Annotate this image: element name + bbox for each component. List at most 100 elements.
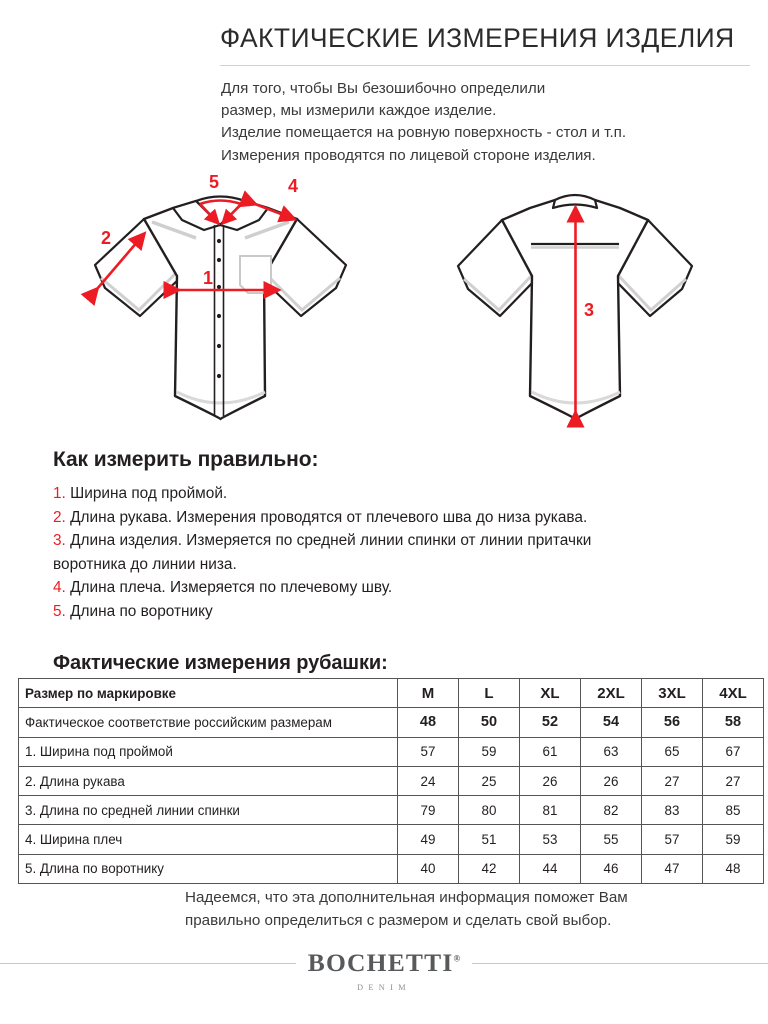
howto-item-number: 3. [53,532,66,550]
table-cell: 56 [641,707,703,738]
table-cell: 50 [458,707,520,738]
table-row: 1. Ширина под проймой 57 59 61 63 65 67 [18,736,764,767]
svg-text:4: 4 [288,176,298,196]
intro-line: Измерения проводятся по лицевой стороне … [221,146,596,164]
table-cell: 52 [519,707,581,738]
table-cell: 25 [458,765,520,797]
table-row-label: 5. Длина по воротнику [18,853,398,885]
table-header-size: 4XL [702,677,764,709]
howto-item: 1. Ширина под проймой. [53,482,753,506]
table-cell: 53 [519,824,581,855]
measure-arrow-shoulder [238,190,298,223]
howto-item-number: 4. [53,579,66,597]
shirt-measurement-diagram: 5 4 2 1 3 [0,168,768,443]
table-cell: 57 [641,824,703,855]
table-cell: 27 [702,765,764,797]
table-row-label: 4. Ширина плеч [18,824,398,855]
table-cell: 27 [641,765,703,797]
measure-arrow-sleeve [80,231,147,306]
table-row: 3. Длина по средней линии спинки 79 80 8… [18,795,764,826]
table-cell: 49 [397,824,459,855]
intro-paragraph: Для того, чтобы Вы безошибочно определил… [221,78,761,167]
brand-name: BOCHETTI® [0,948,768,978]
table-row: 4. Ширина плеч 49 51 53 55 57 59 [18,824,764,855]
table-cell: 85 [702,795,764,826]
intro-line: Для того, чтобы Вы безошибочно определил… [221,80,546,97]
table-row-label: Фактическое соответствие российским разм… [18,707,398,738]
table-cell: 48 [397,707,459,738]
table-header-size: M [397,677,459,709]
howto-item-text: воротника до линии низа. [53,555,237,573]
shirt-front-view [93,195,348,421]
howto-item: 3. Длина изделия. Измеряется по средней … [53,529,753,553]
title-divider [220,65,750,66]
table-cell: 67 [702,736,764,767]
table-cell: 81 [519,795,581,826]
table-row-label: 1. Ширина под проймой [18,736,398,767]
table-cell: 55 [580,824,642,855]
table-cell: 48 [702,853,764,885]
table-header-size: 3XL [641,677,703,709]
table-cell: 79 [397,795,459,826]
howto-item-text: Длина плеча. Измеряется по плечевому шву… [70,579,393,597]
howto-item-number: 5. [53,602,66,620]
howto-item-number: 2. [53,508,66,526]
logo-rule-left [0,963,296,964]
howto-item-text: Длина рукава. Измерения проводятся от пл… [70,508,588,526]
table-cell: 83 [641,795,703,826]
logo-rule-right [472,963,768,964]
svg-text:2: 2 [101,228,111,248]
table-row: 2. Длина рукава 24 25 26 26 27 27 [18,765,764,797]
table-header-size: L [458,677,520,709]
table-cell: 51 [458,824,520,855]
page-title: ФАКТИЧЕСКИЕ ИЗМЕРЕНИЯ ИЗДЕЛИЯ [220,23,735,53]
brand-subtitle: DENIM [357,983,411,992]
svg-text:1: 1 [203,268,213,288]
howto-list: 1. Ширина под проймой. 2. Длина рукава. … [53,482,753,624]
howto-item: 5. Длина по воротнику [53,600,753,624]
table-cell: 80 [458,795,520,826]
intro-line: размер, мы измерили каждое изделие. [221,102,497,120]
table-row: Фактическое соответствие российским разм… [18,707,764,738]
howto-title: Как измерить правильно: [53,448,319,471]
registered-trademark-icon: ® [453,953,461,964]
table-header-row: Размер по маркировке M L XL 2XL 3XL 4XL [18,677,764,709]
howto-item-continuation: воротника до линии низа. [53,553,753,577]
table-cell: 61 [519,736,581,767]
table-cell: 65 [641,736,703,767]
brand-logo: BOCHETTI® DENIM [0,948,768,1008]
table-cell: 57 [397,736,459,767]
table-cell: 26 [580,765,642,797]
table-row: 5. Длина по воротнику 40 42 44 46 47 48 [18,853,764,885]
table-cell: 46 [580,853,642,885]
intro-line: Изделие помещается на ровную поверхность… [221,124,627,142]
table-cell: 47 [641,853,703,885]
outro-line: Надеемся, что эта дополнительная информа… [185,889,628,906]
table-cell: 54 [580,707,642,738]
size-measurements-table: Размер по маркировке M L XL 2XL 3XL 4XL … [18,677,764,885]
table-cell: 59 [702,824,764,855]
outro-paragraph: Надеемся, что эта дополнительная информа… [185,887,745,932]
howto-item-text: Длина по воротнику [70,602,213,620]
table-title: Фактические измерения рубашки: [53,652,388,674]
table-cell: 40 [397,853,459,885]
howto-item-text: Ширина под проймой. [70,485,228,502]
table-cell: 26 [519,765,581,797]
howto-item-number: 1. [53,485,66,502]
brand-name-text: BOCHETTI [307,948,454,977]
howto-item: 2. Длина рукава. Измерения проводятся от… [53,506,753,530]
outro-line: правильно определиться с размером и сдел… [185,911,612,929]
table-header-size: XL [519,677,581,709]
table-header-label: Размер по маркировке [18,677,398,709]
table-cell: 42 [458,853,520,885]
table-header-size: 2XL [580,677,642,709]
table-cell: 82 [580,795,642,826]
table-cell: 63 [580,736,642,767]
svg-text:3: 3 [584,300,594,320]
table-cell: 59 [458,736,520,767]
howto-item-text: Длина изделия. Измеряется по средней лин… [70,532,592,550]
svg-text:5: 5 [209,172,219,192]
measure-arrow-collar [199,199,242,226]
table-cell: 24 [397,765,459,797]
table-cell: 44 [519,853,581,885]
